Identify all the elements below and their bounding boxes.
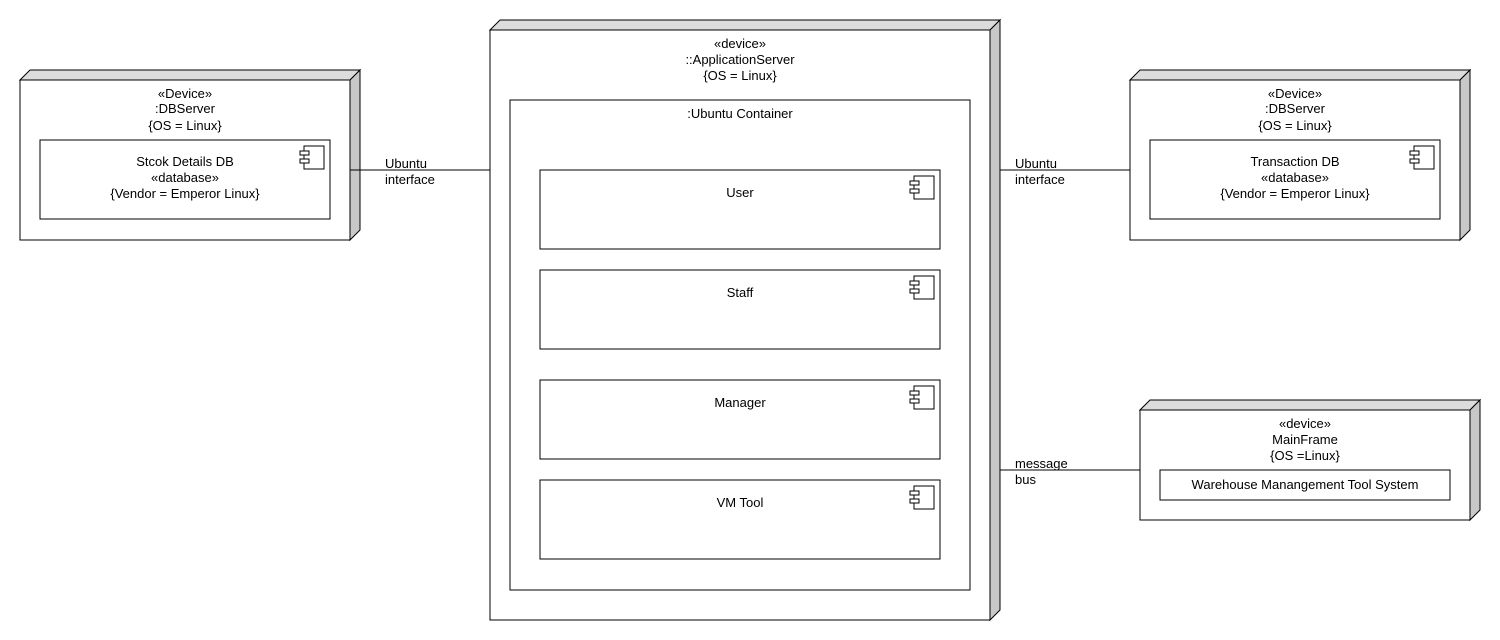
node-app-side-face [989, 18, 1001, 622]
component-icon [909, 385, 935, 410]
ubuntu-container-name: :Ubuntu Container [687, 106, 793, 121]
node-app-name: ::ApplicationServer [685, 52, 795, 67]
artifact-transaction-db [1149, 139, 1441, 220]
component-vm-tool-label: VM Tool [717, 495, 764, 510]
node-mainframe-top-face [1138, 399, 1482, 411]
artifact-stock-db-stereotype: «database» [151, 170, 219, 185]
artifact-stock-db [39, 139, 331, 220]
connector-left-label-line1: Ubuntu [385, 156, 427, 171]
component-manager: Manager [539, 379, 941, 460]
node-left-stereotype: «Device» [158, 86, 212, 101]
component-manager-label: Manager [714, 395, 766, 410]
connector-bus-label-line2: bus [1015, 472, 1036, 487]
connector-right-label-line2: interface [1015, 172, 1065, 187]
node-left-name: :DBServer [155, 101, 216, 116]
node-mainframe-side-face [1469, 398, 1481, 522]
node-right-props: {OS = Linux} [1258, 118, 1332, 133]
node-right-stereotype: «Device» [1268, 86, 1322, 101]
component-staff-label: Staff [727, 285, 754, 300]
node-left-props: {OS = Linux} [148, 118, 222, 133]
node-app-props: {OS = Linux} [703, 68, 777, 83]
component-icon [299, 145, 325, 170]
component-icon [909, 175, 935, 200]
connector-message-bus: message bus [1000, 456, 1140, 487]
connector-left-label-line2: interface [385, 172, 435, 187]
node-left-top-face [18, 69, 362, 81]
node-right-dbserver: «Device» :DBServer {OS = Linux} Transact… [1128, 68, 1472, 242]
artifact-warehouse-tool-name: Warehouse Manangement Tool System [1192, 477, 1419, 492]
component-vm-tool-box [539, 479, 941, 560]
component-icon [909, 485, 935, 510]
node-left-dbserver: «Device» :DBServer {OS = Linux} Stcok De… [18, 68, 362, 242]
node-application-server: «device» ::ApplicationServer {OS = Linux… [488, 18, 1002, 622]
node-right-name: :DBServer [1265, 101, 1326, 116]
artifact-transaction-db-name: Transaction DB [1250, 154, 1339, 169]
node-mainframe-props: {OS =Linux} [1270, 448, 1340, 463]
connector-left-ubuntu-interface: Ubuntu interface [350, 156, 490, 187]
node-mainframe-name: MainFrame [1272, 432, 1338, 447]
component-staff: Staff [539, 269, 941, 350]
node-left-side-face [349, 68, 361, 242]
connector-right-ubuntu-interface: Ubuntu interface [1000, 156, 1130, 187]
node-right-side-face [1459, 68, 1471, 242]
component-user: User [539, 169, 941, 250]
connector-bus-label-line1: message [1015, 456, 1068, 471]
connector-right-label-line1: Ubuntu [1015, 156, 1057, 171]
component-icon [1409, 145, 1435, 170]
node-right-top-face [1128, 69, 1472, 81]
artifact-stock-db-name: Stcok Details DB [136, 154, 234, 169]
component-manager-box [539, 379, 941, 460]
node-mainframe-front-face [1139, 409, 1471, 521]
node-app-stereotype: «device» [714, 36, 766, 51]
node-mainframe: «device» MainFrame {OS =Linux} Warehouse… [1138, 398, 1482, 522]
component-vm-tool: VM Tool [539, 479, 941, 560]
artifact-stock-db-props: {Vendor = Emperor Linux} [110, 186, 260, 201]
component-icon [909, 275, 935, 300]
component-user-box [539, 169, 941, 250]
node-app-top-face [488, 19, 1002, 31]
component-staff-box [539, 269, 941, 350]
artifact-warehouse-tool [1159, 469, 1451, 501]
artifact-transaction-db-stereotype: «database» [1261, 170, 1329, 185]
component-user-label: User [726, 185, 754, 200]
node-mainframe-stereotype: «device» [1279, 416, 1331, 431]
artifact-transaction-db-props: {Vendor = Emperor Linux} [1220, 186, 1370, 201]
